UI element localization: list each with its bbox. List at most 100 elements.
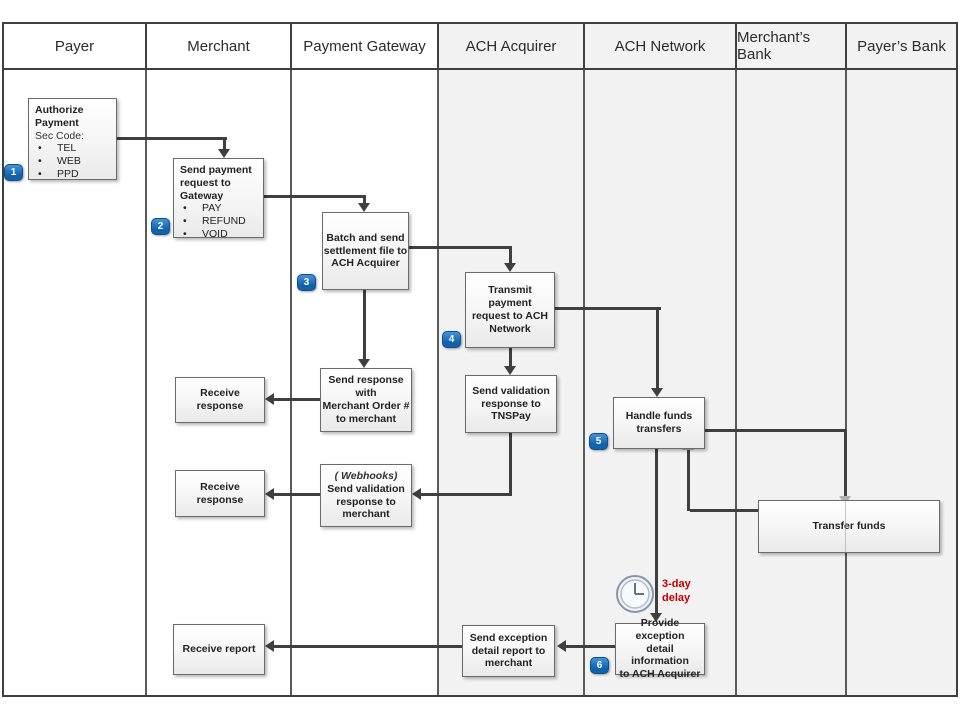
box-prefix: ( Webhooks) — [334, 469, 398, 482]
arrow-tnspay-to-webhooks — [421, 493, 512, 496]
box-text: Provide exception — [635, 617, 685, 642]
arrow-handlefunds-to-transferfunds — [844, 429, 847, 496]
box-text: TNSPay — [491, 410, 531, 423]
box-authorize-payment: Authorize Payment Sec Code: TEL WEB PPD — [28, 98, 117, 180]
box-send-payment-request: Send payment request to Gateway PAY REFU… — [173, 158, 264, 240]
lane-label: Payer — [54, 37, 95, 55]
arrow-handlefunds-to-transferfunds — [705, 429, 847, 432]
box-receive-response-2: Receive response — [175, 470, 265, 517]
lane-header-ach-network: ACH Network — [585, 24, 737, 68]
box-text: Batch and send — [326, 231, 405, 244]
box-provide-exception: Provide exception detail information to … — [615, 617, 705, 680]
arrow-authorize-to-sendpayment — [223, 137, 226, 150]
arrow-batch-to-transmit — [409, 246, 512, 249]
clock-icon — [616, 575, 654, 613]
bullet-item: WEB — [57, 155, 81, 168]
step-badge-6: 6 — [590, 657, 609, 674]
step-badge-1: 1 — [4, 164, 23, 181]
arrow-transferfunds-to-handlefunds — [687, 450, 690, 511]
arrowhead-left-icon — [265, 488, 274, 500]
arrow-sendresponse-to-receiveresponse1 — [274, 398, 320, 401]
bullet-item: VOID — [202, 227, 228, 240]
arrowhead-down-icon — [651, 388, 663, 397]
arrow-batch-to-sendresponse — [363, 290, 366, 360]
box-text: response to — [481, 397, 541, 410]
arrow-transferfunds-to-handlefunds — [690, 509, 760, 512]
arrowhead-down-icon — [504, 366, 516, 375]
box-text: merchant — [342, 508, 390, 521]
arrowhead-left-icon — [412, 488, 421, 500]
box-text: to ACH Acquirer — [619, 668, 701, 681]
box-text: Send response — [328, 374, 404, 387]
lane-label: ACH Network — [614, 37, 706, 55]
arrow-sendexception-to-receivereport — [274, 645, 462, 648]
arrow-tnspay-to-webhooks — [509, 433, 512, 496]
box-text: Send validation — [472, 384, 550, 397]
arrowhead-down-icon — [504, 263, 516, 272]
arrow-provideexception-to-sendexception — [566, 645, 615, 648]
box-text: request to ACH — [471, 310, 549, 322]
box-text: Transfer funds — [812, 520, 886, 533]
box-text: response to — [336, 495, 396, 508]
box-text: Handle funds — [625, 410, 693, 423]
arrowhead-down-icon — [218, 149, 230, 158]
lane-divider-overlay — [845, 501, 846, 552]
bullet-item: TEL — [57, 142, 77, 155]
box-send-exception-report: Send exception detail report to merchant — [462, 625, 555, 677]
box-text: settlement file to — [323, 244, 408, 257]
step-badge-2: 2 — [151, 218, 170, 235]
box-receive-response-1: Receive response — [175, 377, 265, 423]
box-text: Receive response — [196, 480, 244, 506]
box-text: Transmit payment — [488, 284, 532, 310]
lane-header-row: Payer Merchant Payment Gateway ACH Acqui… — [2, 22, 958, 70]
arrowhead-left-icon — [557, 640, 566, 652]
arrow-transmit-to-handlefunds — [555, 307, 661, 310]
lane-label: Payment Gateway — [303, 37, 426, 55]
box-title: request to — [180, 176, 231, 189]
box-text: Send validation — [327, 482, 405, 495]
box-text: detail report to — [471, 644, 546, 657]
lane-header-ach-acquirer: ACH Acquirer — [439, 24, 585, 68]
box-title: Payment — [35, 116, 79, 129]
lane-body-ach-network — [585, 70, 737, 695]
box-transfer-funds: Transfer funds — [758, 500, 940, 553]
delay-annotation: 3-day delay — [662, 578, 691, 605]
box-transmit-payment: Transmit payment request to ACH Network — [465, 272, 555, 348]
box-text: Merchant Order # — [322, 400, 410, 412]
lane-label: Merchant’s Bank — [737, 29, 811, 63]
box-title: Authorize — [35, 104, 84, 116]
arrowhead-down-icon — [358, 359, 370, 368]
lane-label: Merchant — [187, 37, 250, 55]
arrow-batch-to-transmit — [509, 246, 512, 264]
arrow-transmit-to-tnspay — [509, 348, 512, 366]
box-receive-report: Receive report — [173, 624, 265, 675]
lane-header-payment-gateway: Payment Gateway — [292, 24, 439, 68]
box-text: ACH Acquirer — [331, 257, 400, 270]
box-subtitle: Sec Code: — [35, 129, 85, 142]
box-text: with — [355, 387, 377, 400]
box-send-validation-tnspay: Send validation response to TNSPay — [465, 375, 557, 433]
arrow-sendpayment-to-batch — [363, 195, 366, 204]
box-handle-funds: Handle funds transfers — [613, 397, 705, 449]
lane-bodies — [2, 68, 958, 697]
arrow-transmit-to-handlefunds — [656, 307, 659, 388]
lane-label: ACH Acquirer — [465, 37, 557, 55]
step-badge-5: 5 — [589, 433, 608, 450]
arrowhead-left-icon — [265, 640, 274, 652]
arrow-handlefunds-to-provideexception — [655, 449, 658, 613]
box-text: transfers — [636, 423, 682, 435]
lane-header-merchants-bank: Merchant’s Bank — [737, 24, 847, 68]
arrow-sendpayment-to-batch — [263, 195, 366, 198]
box-text: detail information — [631, 642, 689, 668]
arrow-webhooks-to-receiveresponse2 — [274, 493, 320, 496]
lane-body-payers-bank — [847, 70, 956, 695]
bullet-item: REFUND — [202, 215, 246, 228]
box-batch-settlement: Batch and send settlement file to ACH Ac… — [322, 212, 409, 290]
box-webhooks-validation: ( Webhooks) Send validation response to … — [320, 464, 412, 527]
lane-header-payer: Payer — [4, 24, 147, 68]
bullet-item: PPD — [57, 167, 79, 180]
lane-header-payers-bank: Payer’s Bank — [847, 24, 956, 68]
step-badge-4: 4 — [442, 331, 461, 348]
arrow-authorize-to-sendpayment — [117, 137, 227, 140]
lane-header-merchant: Merchant — [147, 24, 292, 68]
